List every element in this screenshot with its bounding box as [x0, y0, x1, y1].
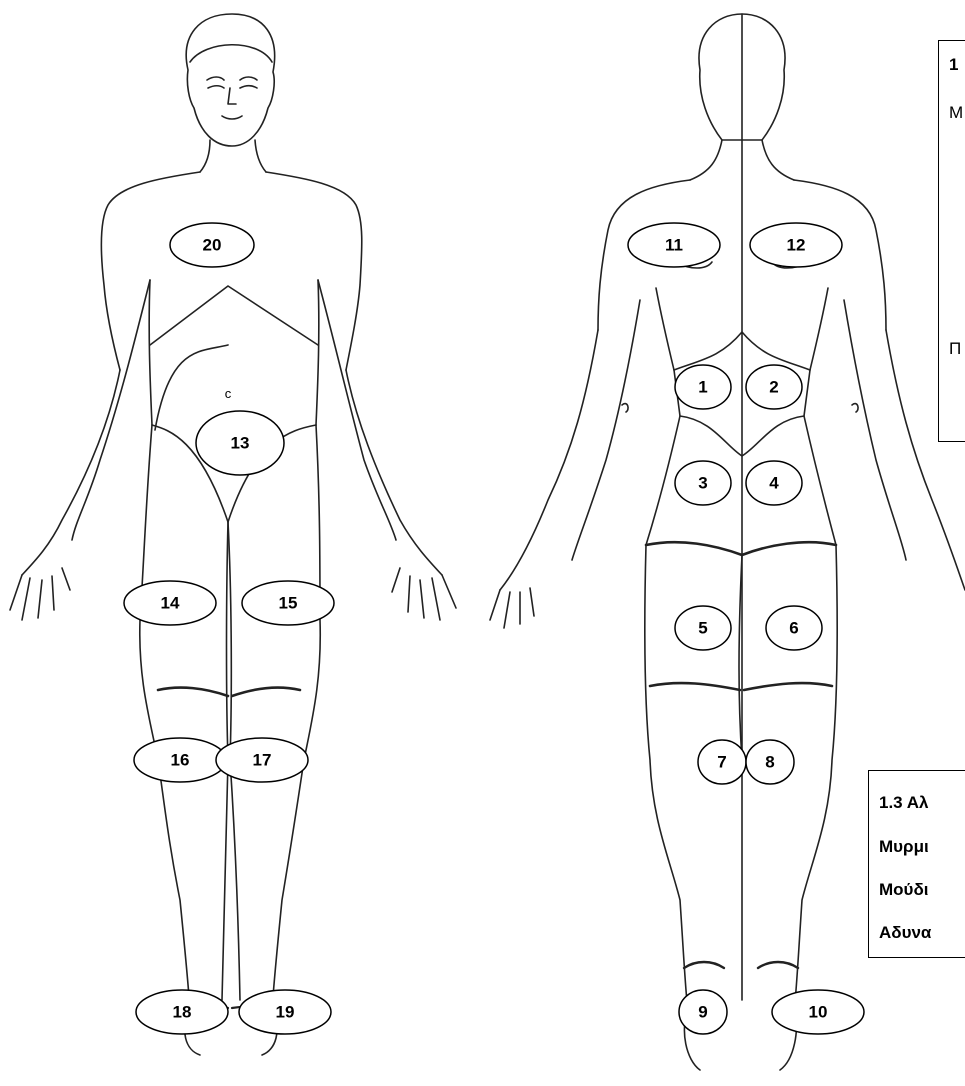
region-label-2: 2 — [769, 377, 778, 396]
region-label-7: 7 — [717, 752, 726, 771]
region-label-14: 14 — [161, 593, 180, 612]
region-label-8: 8 — [765, 752, 774, 771]
panel-bottom-line-4: Αδυνα — [879, 923, 931, 943]
region-label-12: 12 — [787, 235, 806, 254]
region-label-16: 16 — [171, 750, 190, 769]
panel-bottom: 1.3 Αλ Μυρμι Μούδι Αδυνα — [868, 770, 965, 958]
region-label-19: 19 — [276, 1002, 295, 1021]
panel-bottom-line-2: Μυρμι — [879, 837, 929, 857]
region-markers — [124, 223, 864, 1034]
region-label-20: 20 — [203, 235, 222, 254]
region-label-5: 5 — [698, 618, 707, 637]
region-label-10: 10 — [809, 1002, 828, 1021]
region-label-15: 15 — [279, 593, 298, 612]
panel-top-line-2: Μ — [949, 103, 963, 123]
region-label-3: 3 — [698, 473, 707, 492]
front-body-figure — [10, 14, 456, 1055]
panel-bottom-heading: 1.3 Αλ — [879, 793, 928, 813]
region-label-17: 17 — [253, 750, 272, 769]
front-mark: c — [225, 386, 232, 401]
panel-top-heading: 1 — [949, 55, 958, 75]
region-label-13: 13 — [231, 433, 250, 452]
region-label-18: 18 — [173, 1002, 192, 1021]
region-label-4: 4 — [769, 473, 779, 492]
panel-top-line-3: Π — [949, 339, 961, 359]
panel-top: 1 Μ Π — [938, 40, 965, 442]
region-label-11: 11 — [665, 235, 683, 254]
region-label-9: 9 — [698, 1002, 707, 1021]
region-label-6: 6 — [789, 618, 798, 637]
panel-bottom-line-3: Μούδι — [879, 880, 928, 900]
region-label-1: 1 — [698, 377, 707, 396]
